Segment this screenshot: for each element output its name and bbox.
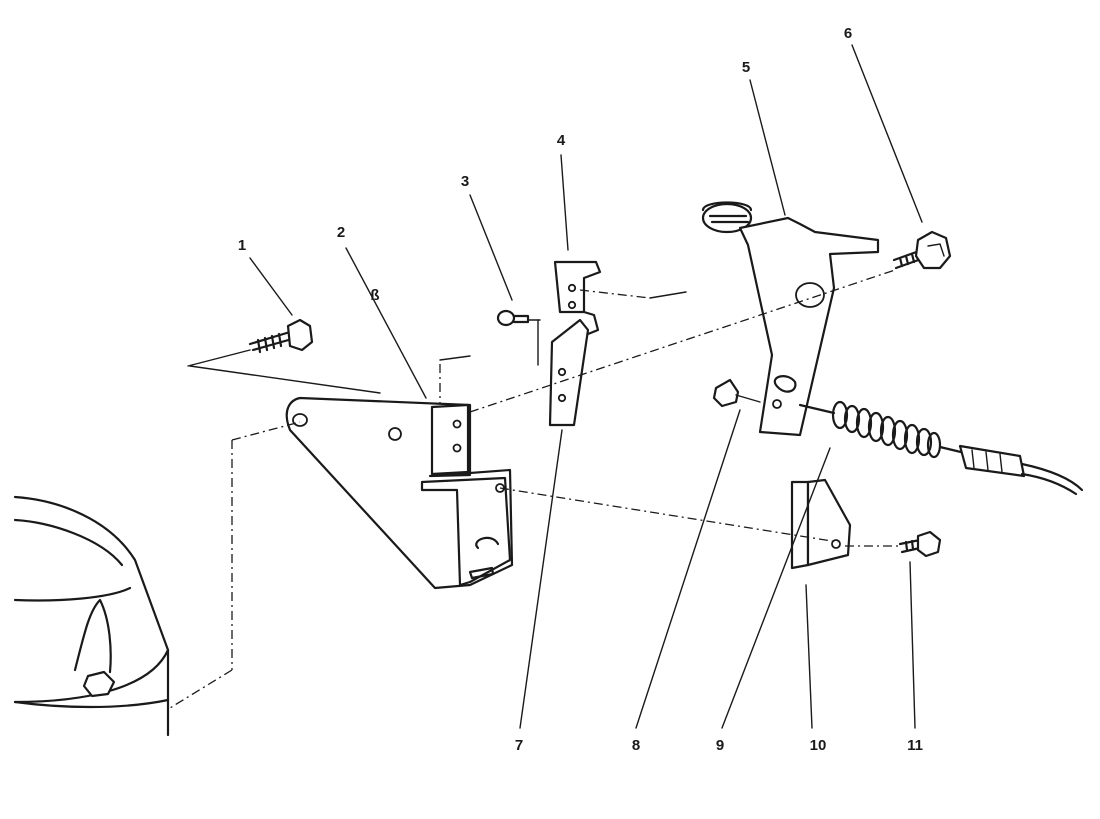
part-9-spring-cable [798, 400, 1084, 496]
callout-6: 6 [844, 25, 852, 42]
part-3-pin [496, 309, 541, 327]
callout-4: 4 [557, 132, 566, 149]
stray-mark: ß [370, 287, 379, 304]
part-5-lever [469, 201, 896, 437]
callout-9: 9 [716, 737, 724, 754]
part-7-link [537, 318, 590, 427]
callout-1: 1 [238, 237, 246, 254]
part-8-knob [712, 378, 761, 408]
part-11-screw [845, 530, 942, 558]
part-1-screw [187, 318, 381, 394]
callout-8: 8 [632, 737, 640, 754]
callout-5: 5 [742, 59, 750, 76]
callout-2: 2 [337, 224, 345, 241]
engine-housing [13, 495, 170, 737]
callout-3: 3 [461, 173, 469, 190]
part-2-bracket [169, 355, 514, 709]
part-4-link [553, 260, 687, 336]
callout-10: 10 [810, 737, 827, 754]
callout-labels: 1 2 ß 3 4 5 6 7 8 9 10 11 [238, 25, 923, 754]
leader-lines [249, 44, 923, 729]
part-6-bolt [892, 230, 952, 270]
callout-7: 7 [515, 737, 523, 754]
callout-11: 11 [907, 737, 923, 754]
